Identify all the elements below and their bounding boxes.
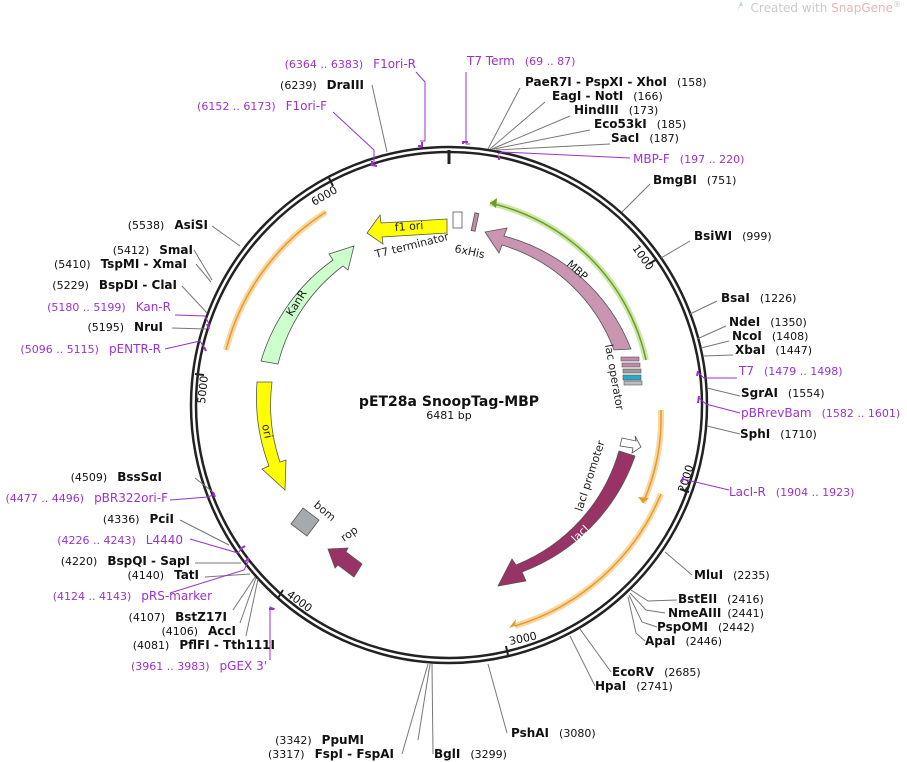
enzyme-label-pspomi[interactable]: PspOMI(2442) bbox=[657, 620, 755, 634]
enzyme-label-ndei[interactable]: NdeI(1350) bbox=[729, 315, 807, 329]
primer-label-laci-r[interactable]: LacI-R(1904 .. 1923) bbox=[729, 485, 854, 499]
enzyme-label-sgrai[interactable]: SgrAI(1554) bbox=[741, 386, 824, 400]
enzyme-label-nmeaiii[interactable]: NmeAIII(2441) bbox=[668, 606, 764, 620]
enzyme-label-eco53ki[interactable]: Eco53kI(185) bbox=[594, 117, 686, 131]
feature-label-ori: ori bbox=[259, 423, 275, 440]
enzyme-label-nrui[interactable]: (5195)NruI bbox=[87, 320, 163, 334]
primer-label-prs-marker[interactable]: (4124 .. 4143)pRS-marker bbox=[53, 589, 212, 603]
feature-label-6xhis: 6xHis bbox=[453, 242, 486, 261]
enzyme-label-hindiii[interactable]: HindIII(173) bbox=[574, 103, 658, 117]
tick-5000 bbox=[194, 373, 205, 376]
enzyme-label-fspi[interactable]: (3317)FspI - FspAI bbox=[268, 747, 394, 761]
backbone bbox=[189, 145, 709, 665]
enzyme-label-smai[interactable]: (5412)SmaI bbox=[113, 243, 193, 257]
tick-label-3000: 3000 bbox=[508, 629, 538, 648]
watermark-prefix: Created with bbox=[750, 1, 832, 15]
primer-label-l4440[interactable]: (4226 .. 4243)L4440 bbox=[57, 533, 183, 547]
enzyme-label-tati[interactable]: (4140)TatI bbox=[127, 568, 199, 582]
enzyme-label-pcii[interactable]: (4336)PciI bbox=[103, 512, 174, 526]
enzyme-label-xmai[interactable]: (5410)TspMI - XmaI bbox=[54, 257, 187, 271]
feature-lac-operator[interactable] bbox=[620, 356, 643, 386]
enzyme-label-ncoi[interactable]: NcoI(1408) bbox=[732, 329, 808, 343]
tick-label-4000: 4000 bbox=[284, 588, 314, 615]
feature-laci[interactable] bbox=[497, 450, 636, 587]
snapgene-logo-icon bbox=[735, 0, 747, 12]
primer-label-kan-r[interactable]: (5180 .. 5199)Kan-R bbox=[47, 300, 171, 314]
kan-region-orange-arc bbox=[514, 493, 662, 627]
primer-labels: T7 Term(69 .. 87) (6364 .. 6383)F1ori-R … bbox=[6, 54, 901, 673]
enzyme-label-pflfi[interactable]: (4081)PflFI - Tth111I bbox=[133, 638, 275, 652]
enzyme-label-bsai[interactable]: BsaI(1226) bbox=[721, 291, 796, 305]
enzyme-label-ppumi[interactable]: (3342)PpuMI bbox=[275, 733, 364, 747]
snapgene-watermark: Created with SnapGene® bbox=[735, 0, 901, 15]
enzyme-label-apai[interactable]: ApaI(2446) bbox=[645, 634, 722, 648]
enzyme-label-bsssai[interactable]: (4509)BssSαI bbox=[71, 470, 162, 484]
enzyme-label-bsteii[interactable]: BstEII(2416) bbox=[678, 592, 764, 606]
feature-label-rop: rop bbox=[338, 523, 360, 544]
tick-label-5000: 5000 bbox=[195, 375, 211, 404]
enzyme-label-mlui[interactable]: MluI(2235) bbox=[694, 568, 770, 582]
feature-mbp[interactable] bbox=[484, 227, 632, 351]
primer-label-pgex-3[interactable]: (3961 .. 3983)pGEX 3' bbox=[131, 659, 267, 673]
plasmid-name: pET28a SnoopTag-MBP bbox=[359, 394, 539, 410]
primer-label-f1ori-f[interactable]: (6152 .. 6173)F1ori-F bbox=[197, 99, 327, 113]
feature-ori[interactable] bbox=[256, 381, 287, 491]
enzyme-label-asisi[interactable]: (5538)AsiSI bbox=[128, 218, 208, 232]
enzyme-label-bsiwi[interactable]: BsiWI(999) bbox=[694, 229, 772, 243]
feature-rop[interactable] bbox=[327, 547, 363, 578]
tick-4000 bbox=[277, 589, 284, 599]
enzyme-label-draiii[interactable]: (6239)DraIII bbox=[280, 78, 364, 92]
left-orange-arc bbox=[225, 211, 327, 351]
enzyme-label-hpai[interactable]: HpaI(2741) bbox=[595, 679, 673, 693]
primer-label-t7-term[interactable]: T7 Term(69 .. 87) bbox=[466, 54, 575, 68]
plasmid-length: 6481 bp bbox=[426, 409, 471, 422]
feature-label-f1-ori: f1 ori bbox=[394, 219, 424, 234]
enzyme-labels: PaeR7I - PspXI - XhoI(158) EagI - NotI(1… bbox=[52, 75, 824, 761]
tick-2000 bbox=[679, 488, 690, 493]
enzyme-label-clai[interactable]: (5229)BspDI - ClaI bbox=[52, 278, 177, 292]
primer-label-pbrrevbam[interactable]: pBRrevBam(1582 .. 1601) bbox=[741, 406, 900, 420]
mbp-green-arc bbox=[489, 202, 647, 361]
primer-brackets bbox=[203, 141, 700, 610]
enzyme-label-sapi[interactable]: (4220)BspQI - SapI bbox=[61, 554, 190, 568]
feature-6xhis[interactable] bbox=[470, 212, 480, 232]
enzyme-label-pshai[interactable]: PshAI(3080) bbox=[511, 726, 596, 740]
tick-1000 bbox=[648, 258, 658, 265]
primer-label-mbp-f[interactable]: MBP-F(197 .. 220) bbox=[633, 152, 744, 166]
tick-6000 bbox=[328, 177, 334, 187]
enzyme-leaders bbox=[171, 84, 741, 755]
laci-highlight-arc bbox=[640, 409, 665, 505]
enzyme-label-bgli[interactable]: BglI(3299) bbox=[434, 747, 507, 761]
enzyme-label-acci[interactable]: (4106)AccI bbox=[161, 624, 236, 638]
strand-arcs bbox=[223, 198, 665, 629]
tick-label-6000: 6000 bbox=[309, 183, 340, 208]
watermark-mark: ® bbox=[893, 0, 901, 9]
primer-label-pbr322ori-f[interactable]: (4477 .. 4496)pBR322ori-F bbox=[6, 491, 169, 505]
enzyme-label-bstz17i[interactable]: (4107)BstZ17I bbox=[129, 610, 227, 624]
feature-t7-terminator[interactable] bbox=[452, 211, 463, 229]
feature-bom[interactable] bbox=[290, 507, 320, 537]
primer-label-f1ori-r[interactable]: (6364 .. 6383)F1ori-R bbox=[285, 57, 416, 71]
enzyme-label-bmgbi[interactable]: BmgBI(751) bbox=[653, 173, 736, 187]
feature-kanr[interactable] bbox=[260, 245, 355, 365]
enzyme-label-xhoi[interactable]: PaeR7I - PspXI - XhoI(158) bbox=[525, 75, 707, 89]
primer-label-pentr-r[interactable]: (5096 .. 5115)pENTR-R bbox=[20, 342, 161, 356]
tick-3000 bbox=[505, 645, 509, 656]
enzyme-label-xbai[interactable]: XbaI(1447) bbox=[735, 343, 812, 357]
enzyme-label-ecorv[interactable]: EcoRV(2685) bbox=[612, 665, 701, 679]
primer-label-t7[interactable]: T7(1479 .. 1498) bbox=[738, 364, 843, 378]
watermark-brand: SnapGene bbox=[831, 1, 893, 15]
enzyme-label-saci[interactable]: SacI(187) bbox=[611, 131, 679, 145]
feature-laci-promoter[interactable] bbox=[619, 435, 642, 454]
laci-orange-arc bbox=[642, 409, 662, 504]
enzyme-label-sphi[interactable]: SphI(1710) bbox=[740, 427, 817, 441]
feature-f1-ori[interactable] bbox=[366, 213, 448, 245]
enzyme-label-noti[interactable]: EagI - NotI(166) bbox=[552, 89, 663, 103]
